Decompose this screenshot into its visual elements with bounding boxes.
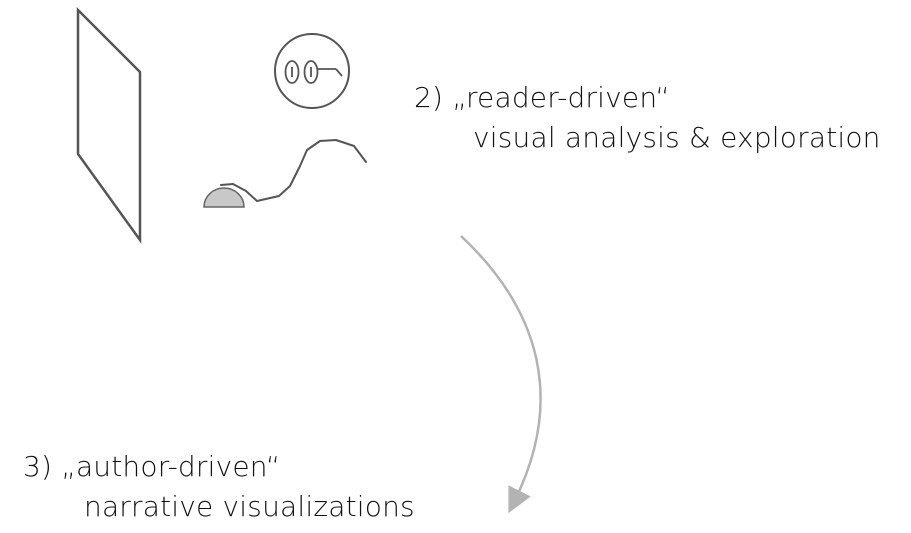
reader-driven-title: 2) „reader-driven“ bbox=[414, 81, 670, 114]
author-driven-subtitle: narrative visualizations bbox=[84, 490, 415, 523]
arm-icon bbox=[220, 139, 367, 202]
flow-arrow-icon bbox=[460, 235, 542, 514]
author-driven-title: 3) „author-driven“ bbox=[23, 450, 281, 483]
glasses-icon bbox=[284, 60, 343, 84]
screen-icon bbox=[76, 6, 142, 244]
reader-person-icon bbox=[203, 33, 367, 208]
reader-driven-subtitle: visual analysis & exploration bbox=[473, 121, 881, 154]
head-icon bbox=[274, 33, 350, 109]
mouse-icon bbox=[203, 187, 245, 208]
